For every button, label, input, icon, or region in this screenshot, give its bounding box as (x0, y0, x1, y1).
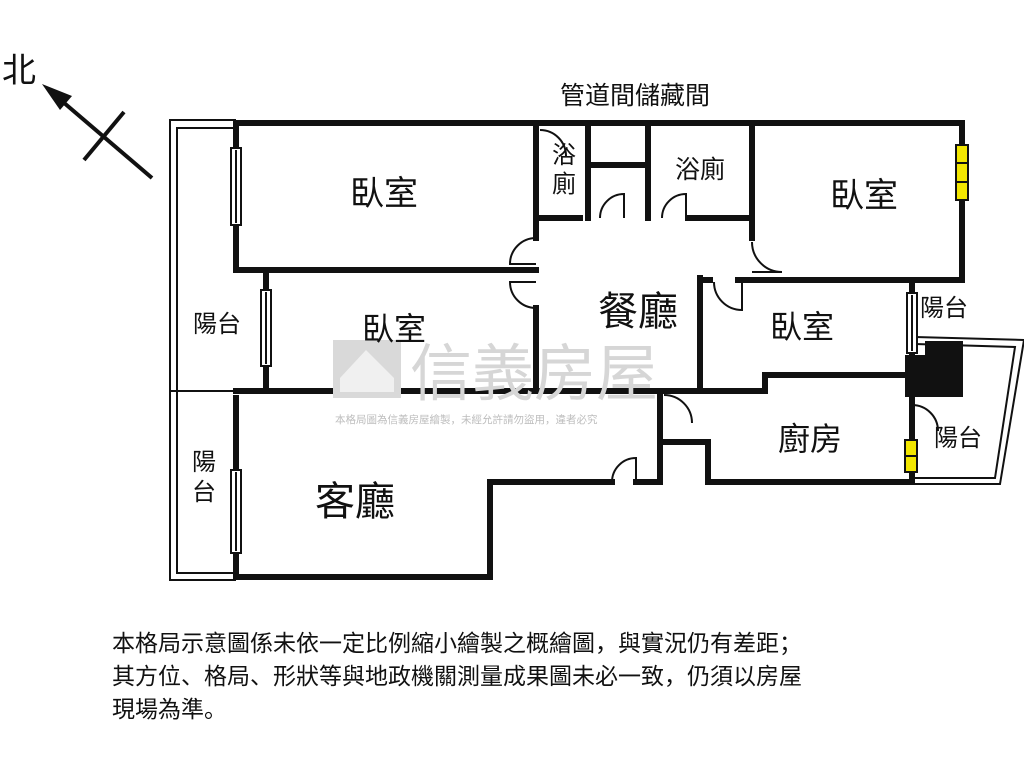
living-label: 客廳 (315, 479, 395, 525)
utility-label: 管道間儲藏間 (560, 81, 710, 110)
service-block (925, 341, 963, 397)
disclaimer: 本格局示意圖係未依一定比例縮小繪製之概繪圖，與實況仍有差距； 其方位、格局、形狀… (112, 628, 992, 727)
door-bath-center (661, 192, 687, 219)
bedroom-e-label: 臥室 (770, 308, 834, 346)
dining-label: 餐廳 (598, 289, 678, 335)
bath-center-label: 浴廁 (675, 155, 725, 184)
door-kitchen (663, 394, 693, 424)
doors (508, 129, 939, 483)
balcony-w-lower-label: 陽台 (192, 448, 216, 506)
disclaimer-line-1: 本格局示意圖係未依一定比例縮小繪製之概繪圖，與實況仍有差距； (112, 631, 802, 657)
north-label: 北 (2, 51, 36, 91)
watermark-brand: 信義房屋 (410, 337, 658, 410)
balcony-e-lower-label: 陽台 (934, 424, 982, 452)
bedroom-nw-label: 臥室 (350, 174, 418, 214)
compass: 北 (2, 51, 154, 180)
compass-arrowhead-icon (42, 84, 72, 110)
balcony-w-upper-label: 陽台 (193, 310, 241, 338)
balcony-outlines (169, 119, 1024, 581)
service-block-side (905, 355, 927, 397)
door-bedroom-mid (508, 281, 537, 309)
balcony-e-upper-label: 陽台 (920, 294, 968, 322)
door-bedroom-nw (508, 237, 537, 265)
sliding-doors (230, 147, 918, 554)
windows (904, 144, 969, 473)
door-utility (599, 192, 625, 219)
disclaimer-line-3: 現場為準。 (112, 697, 227, 723)
kitchen-label: 廚房 (778, 420, 842, 458)
door-balcony-e (911, 404, 939, 432)
bath-small-label: 浴廁 (552, 141, 576, 198)
watermark: 信義房屋 本格局圖為信義房屋繪製，未經允許請勿盜用，違者必究 (333, 337, 658, 426)
door-bath-small (539, 129, 567, 157)
door-entrance (611, 456, 637, 483)
bedroom-mid-label: 臥室 (362, 310, 426, 348)
disclaimer-line-2: 其方位、格局、形狀等與地政機關測量成果圖未必一致，仍須以房屋 (112, 664, 802, 690)
door-bedroom-e (713, 281, 743, 312)
window-ne (955, 144, 969, 201)
walls (233, 120, 965, 580)
compass-cross-icon (82, 110, 126, 162)
bedroom-ne-label: 臥室 (830, 176, 898, 216)
door-bedroom-ne (751, 241, 783, 273)
room-labels: 臥室 臥室 臥室 臥室 餐廳 客廳 廚房 浴廁 管道間儲藏間 浴廁 陽台 陽台 … (192, 81, 982, 525)
watermark-notice: 本格局圖為信義房屋繪製，未經允許請勿盜用，違者必究 (335, 413, 598, 426)
